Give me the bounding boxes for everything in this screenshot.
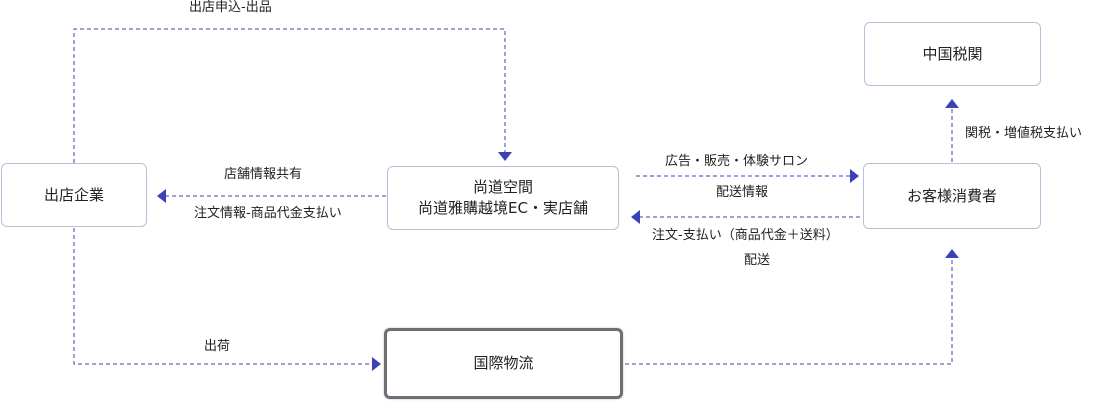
label-order-payment: 注文-支払い（商品代金＋送料） (652, 228, 839, 243)
node-platform-label-line1: 尚道空間 (472, 178, 533, 196)
node-customs-label: 中国税関 (922, 44, 983, 63)
arrowhead-to-logistics (372, 357, 381, 371)
arrowhead-to-consumer (850, 169, 859, 183)
node-merchant-label: 出店企業 (43, 185, 104, 204)
arrowhead-to-platform-top (498, 152, 512, 161)
label-shipment: 出荷 (204, 339, 231, 354)
label-apply-listing: 出店申込-出品 (189, 0, 272, 15)
label-delivery: 配送 (744, 253, 771, 268)
node-platform: 尚道空間 尚道雅購越境EC・実店舗 (387, 166, 619, 230)
label-ads-sales-experience: 広告・販売・体験サロン (665, 154, 809, 169)
node-platform-label-line2: 尚道雅購越境EC・実店舗 (418, 199, 588, 217)
node-customs: 中国税関 (864, 22, 1041, 86)
arrowhead-to-merchant (157, 189, 166, 203)
label-duties-taxes: 関税・増値税支払い (965, 126, 1083, 141)
node-logistics-label: 国際物流 (473, 354, 534, 372)
arrowhead-to-consumer-bottom (945, 249, 959, 258)
connector-logistics-to-consumer (625, 258, 953, 365)
arrowhead-to-customs (945, 99, 959, 108)
node-consumer-label: お客様消費者 (906, 186, 997, 205)
connector-merchant-to-logistics (73, 228, 372, 365)
node-merchant: 出店企業 (1, 163, 147, 227)
label-order-info-payment: 注文情報-商品代金支払い (194, 206, 342, 221)
connector-apply-listing (73, 28, 506, 163)
label-store-info-share: 店舗情報共有 (224, 167, 303, 182)
node-logistics: 国際物流 (384, 328, 623, 399)
label-shipping-info: 配送情報 (716, 185, 769, 200)
arrowhead-to-platform-right (631, 210, 640, 224)
node-consumer: お客様消費者 (863, 163, 1041, 229)
